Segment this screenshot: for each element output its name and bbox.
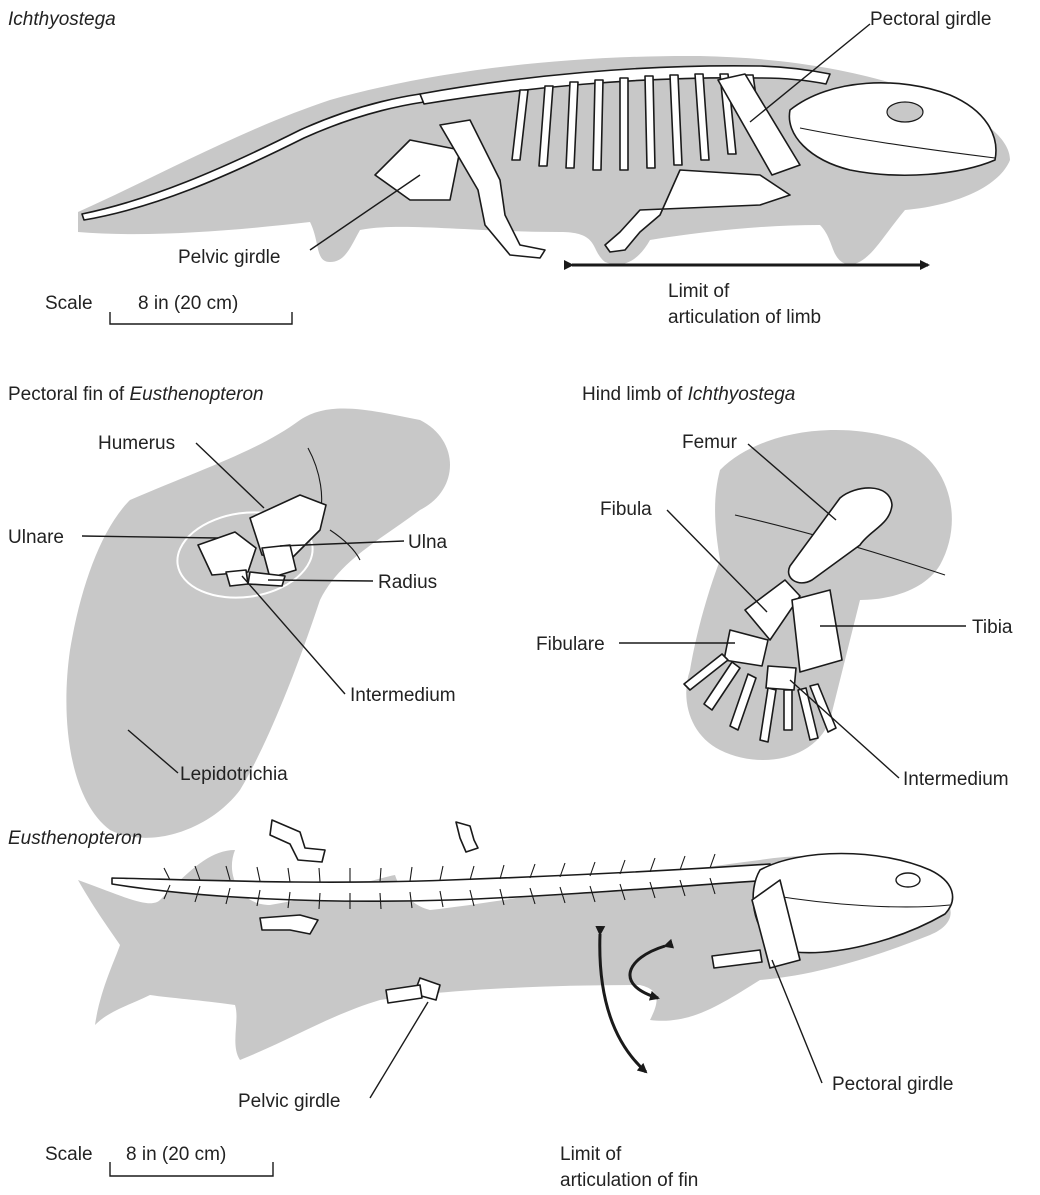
eusthenopteron-dorsal-fin-bones-2 bbox=[456, 822, 478, 852]
pectoral-fin-title-species: Eusthenopteron bbox=[129, 384, 263, 405]
limit-of-label-bottom: Limit of bbox=[560, 1144, 622, 1165]
limit-of-label-top: Limit of bbox=[668, 281, 730, 302]
pectoral-fin-title-prefix: Pectoral fin of bbox=[8, 384, 129, 405]
intermedium-fin-label: Intermedium bbox=[350, 685, 456, 706]
articulation-of-limb-label: articulation of limb bbox=[668, 307, 821, 328]
hind-limb-illustration bbox=[684, 430, 952, 760]
scale-label-bottom: Scale bbox=[45, 1144, 93, 1165]
articulation-of-fin-label: articulation of fin bbox=[560, 1170, 698, 1191]
scale-value-bottom: 8 in (20 cm) bbox=[126, 1144, 226, 1165]
ichthyostega-title: Ichthyostega bbox=[8, 9, 116, 30]
pectoral-girdle-leader-bottom bbox=[772, 960, 822, 1083]
hind-limb-title-species: Ichthyostega bbox=[688, 384, 796, 405]
intermedium-limb-label: Intermedium bbox=[903, 769, 1009, 790]
radius-label: Radius bbox=[378, 572, 437, 593]
hind-limb-title: Hind limb of Ichthyostega bbox=[582, 384, 795, 405]
intermedium-limb-bone bbox=[766, 666, 796, 690]
fibula-label: Fibula bbox=[600, 499, 652, 520]
ulna-label: Ulna bbox=[408, 532, 448, 553]
eusthenopteron-title: Eusthenopteron bbox=[8, 828, 142, 849]
ichthyostega-illustration bbox=[78, 56, 1010, 265]
pectoral-fin-title: Pectoral fin of Eusthenopteron bbox=[8, 384, 264, 405]
radius-leader bbox=[268, 580, 373, 581]
scale-label-top: Scale bbox=[45, 293, 93, 314]
humerus-label: Humerus bbox=[98, 433, 175, 454]
pectoral-girdle-label-top: Pectoral girdle bbox=[870, 9, 991, 30]
eusthenopteron-illustration bbox=[78, 820, 953, 1060]
femur-label: Femur bbox=[682, 432, 738, 453]
scale-value-top: 8 in (20 cm) bbox=[138, 293, 238, 314]
pelvic-girdle-label-top: Pelvic girdle bbox=[178, 247, 280, 268]
tibia-label: Tibia bbox=[972, 617, 1013, 638]
lepidotrichia-label: Lepidotrichia bbox=[180, 764, 288, 785]
eusthenopteron-dorsal-fin-bones-1 bbox=[270, 820, 325, 862]
ulnare-label: Ulnare bbox=[8, 527, 64, 548]
pectoral-girdle-label-bottom: Pectoral girdle bbox=[832, 1074, 953, 1095]
intermedium-fin-bone bbox=[226, 570, 248, 586]
pelvic-girdle-leader-bottom bbox=[370, 1002, 428, 1098]
hind-limb-title-prefix: Hind limb of bbox=[582, 384, 688, 405]
pelvic-girdle-label-bottom: Pelvic girdle bbox=[238, 1091, 340, 1112]
fibulare-label: Fibulare bbox=[536, 634, 605, 655]
